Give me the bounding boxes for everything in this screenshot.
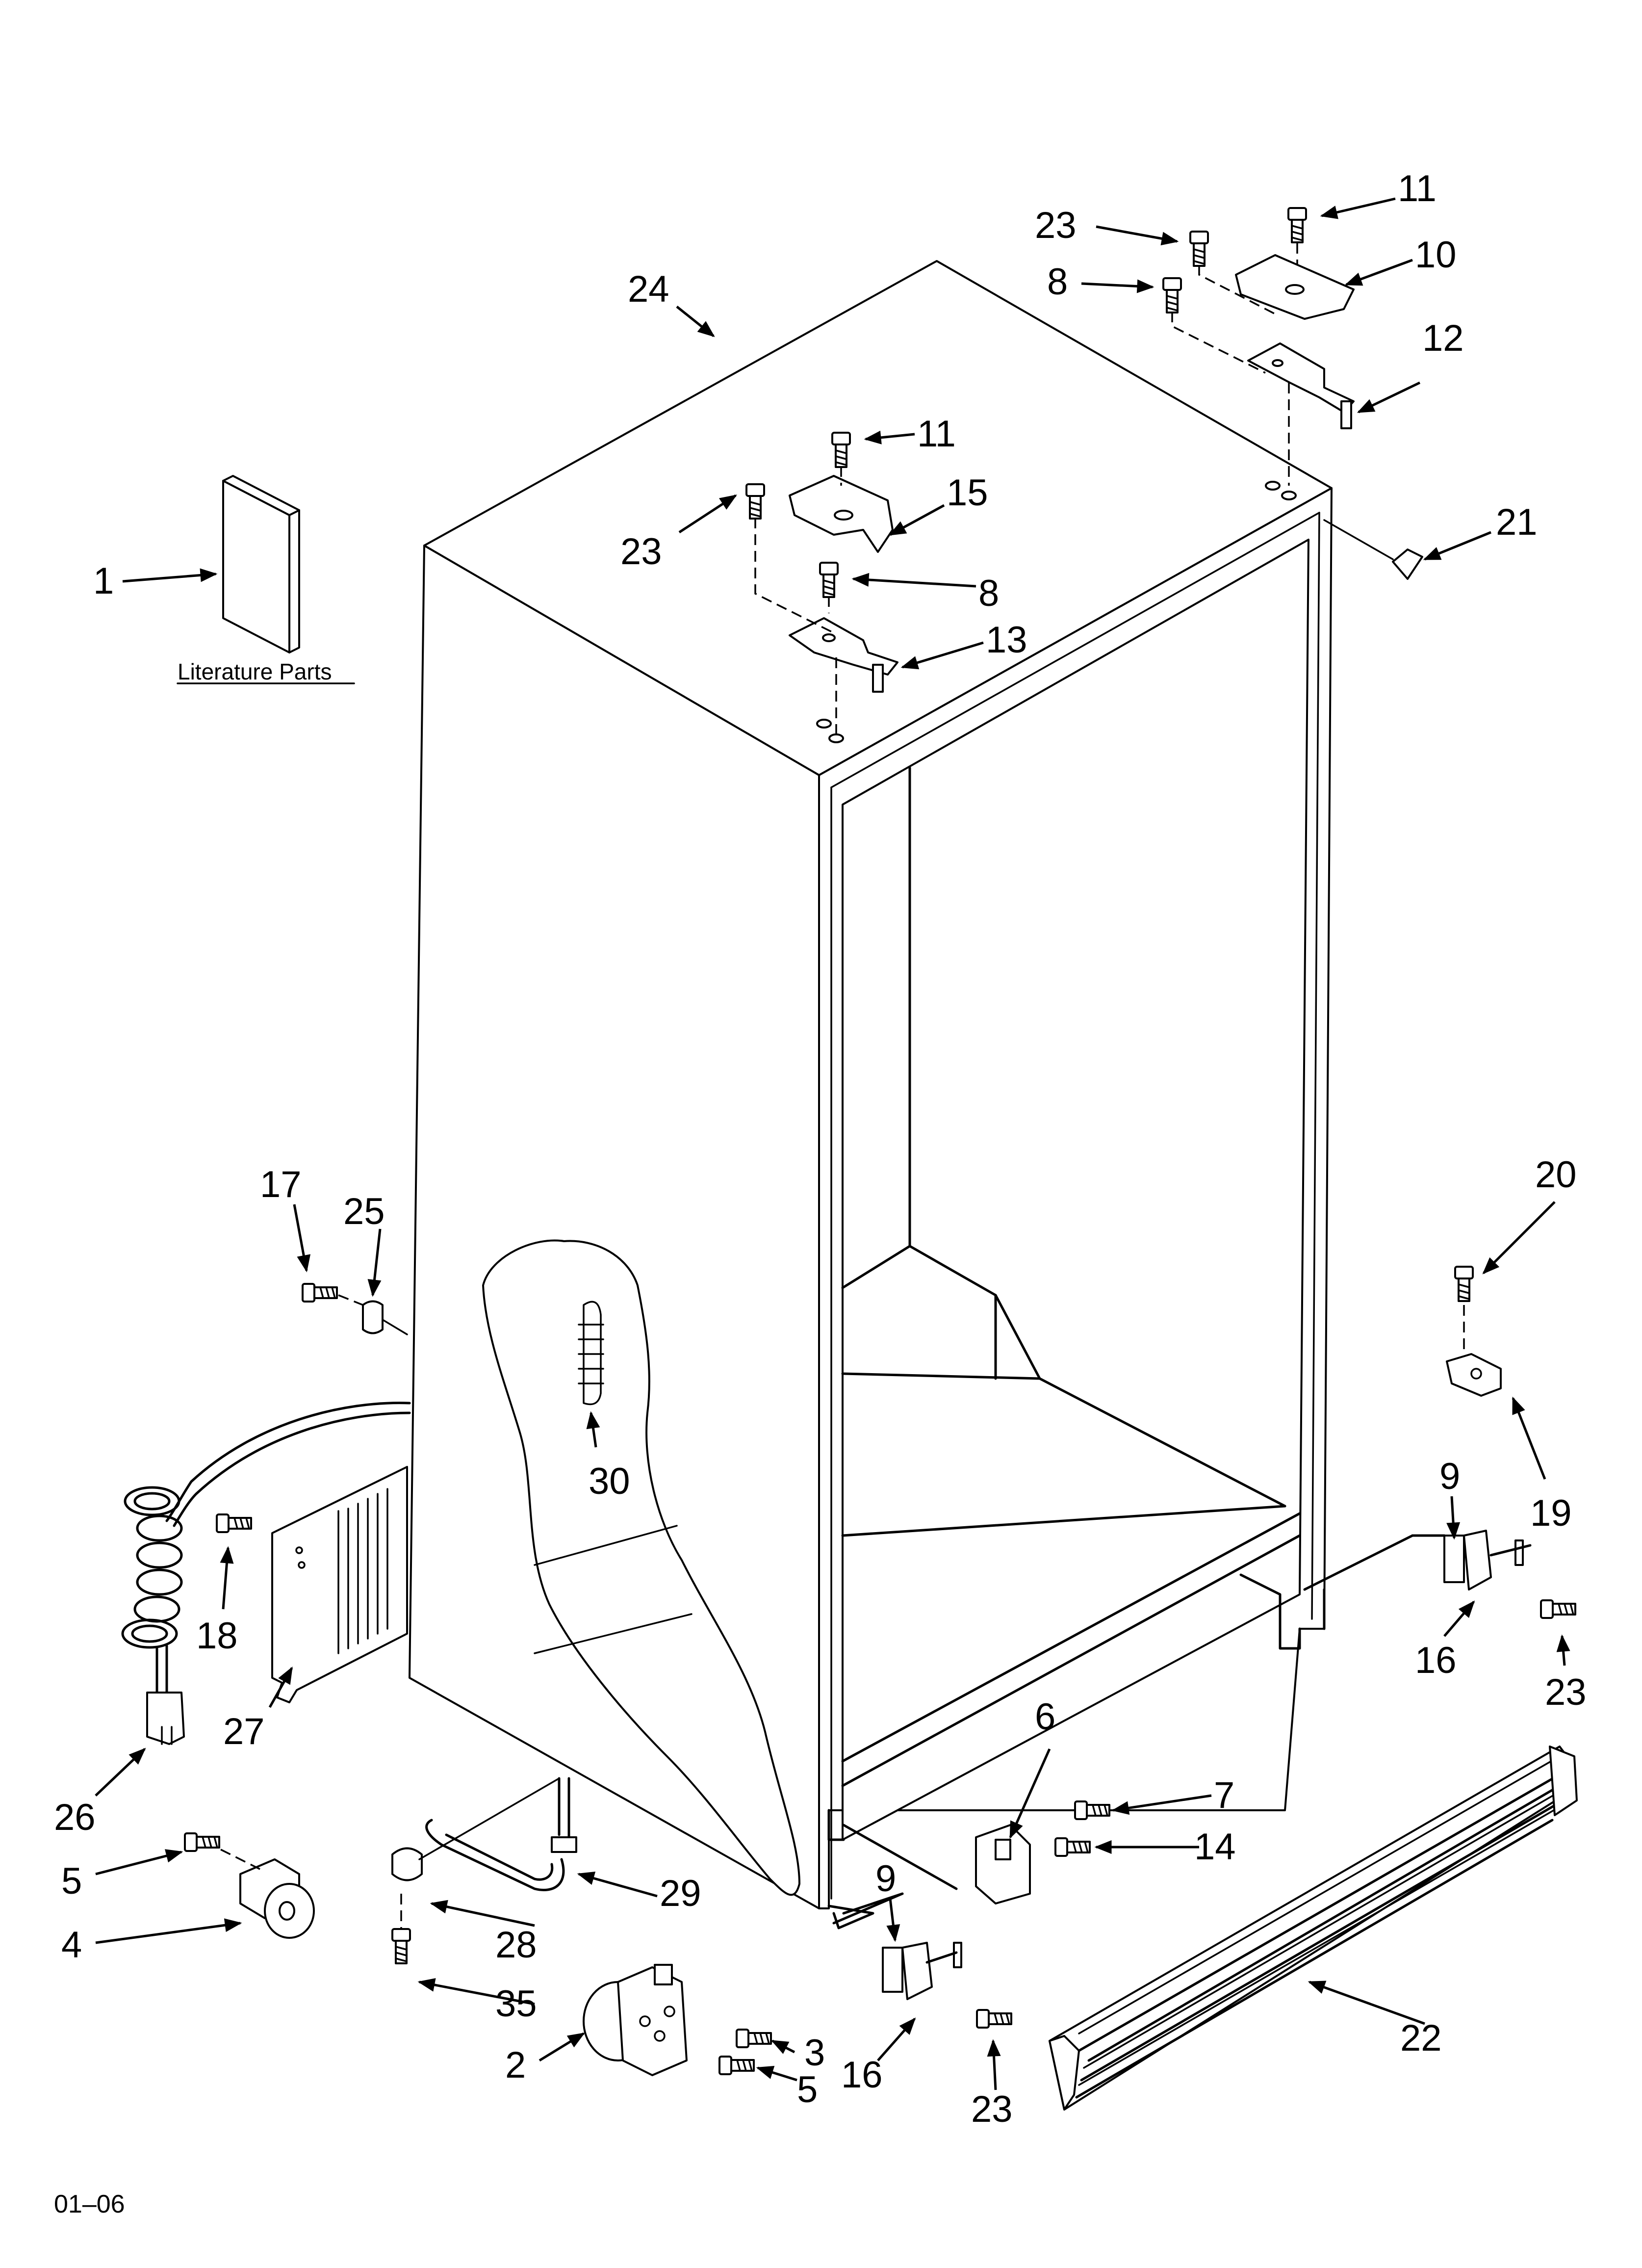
callout-12: 12 (1422, 317, 1464, 359)
upper-hinge-left (745, 432, 898, 733)
cabinet-side (409, 545, 820, 1909)
callout-labels: 1 23 8 11 10 12 24 11 23 15 8 13 21 17 2… (54, 168, 1587, 2130)
callout-3: 3 (804, 2032, 825, 2074)
insulation-cutaway (482, 1239, 800, 1896)
callout-8: 8 (978, 573, 999, 614)
callout-arrows (95, 197, 1570, 2090)
callout-2: 2 (505, 2044, 526, 2086)
callout-17: 17 (260, 1164, 302, 1205)
literature-parts: Literature Parts (177, 475, 355, 684)
front-roller-left (184, 1832, 315, 1939)
callout-15: 15 (947, 472, 988, 514)
callout-28: 28 (495, 1924, 537, 1966)
callout-18: 18 (196, 1615, 238, 1657)
callout-25: 25 (343, 1191, 385, 1232)
callout-27: 27 (223, 1711, 265, 1752)
callout-8: 8 (1047, 261, 1068, 303)
callout-23: 23 (1545, 1671, 1587, 1713)
callout-13: 13 (986, 619, 1027, 661)
callout-19: 19 (1530, 1492, 1572, 1534)
electrical-cover (216, 1466, 408, 1703)
callout-22: 22 (1400, 2017, 1442, 2059)
callout-20: 20 (1535, 1154, 1577, 1196)
lower-hinge-left (583, 1964, 772, 2076)
defrost-drain-spring (578, 1301, 604, 1406)
callout-24: 24 (628, 268, 669, 310)
callout-7: 7 (1214, 1774, 1234, 1816)
callout-6: 6 (1035, 1696, 1055, 1738)
footer-code: 01–06 (54, 2190, 125, 2218)
callout-5: 5 (61, 1860, 82, 1902)
callout-5: 5 (797, 2069, 818, 2111)
upper-hinge-right (1162, 207, 1355, 486)
callout-30: 30 (589, 1460, 630, 1502)
callout-23: 23 (971, 2088, 1013, 2130)
callout-9: 9 (875, 1858, 896, 1900)
callout-35: 35 (495, 1983, 537, 2025)
callout-4: 4 (61, 1924, 82, 1966)
callout-16: 16 (841, 2054, 883, 2096)
screw-and-clip-left (302, 1283, 408, 1335)
callout-21: 21 (1496, 501, 1538, 543)
callout-11: 11 (1398, 168, 1437, 209)
callout-23: 23 (620, 531, 662, 573)
lower-hinge-center (827, 1800, 1110, 2029)
callout-16: 16 (1415, 1640, 1457, 1681)
water-tube (391, 1777, 577, 1964)
power-cord (121, 1402, 411, 1745)
callout-29: 29 (660, 1873, 701, 1914)
cabinet-assembly (409, 260, 1333, 1909)
callout-9: 9 (1439, 1456, 1460, 1497)
literature-label: Literature Parts (178, 659, 332, 684)
callout-26: 26 (54, 1797, 96, 1838)
hinge-pin (1323, 519, 1423, 580)
callout-11: 11 (917, 413, 956, 455)
callout-23: 23 (1035, 205, 1077, 246)
toe-grille (1049, 1746, 1578, 2111)
lower-hinge-right (1303, 1266, 1576, 1619)
callout-1: 1 (93, 560, 114, 602)
callout-14: 14 (1194, 1826, 1236, 1868)
cabinet-opening (842, 539, 1309, 1841)
callout-10: 10 (1415, 234, 1457, 276)
